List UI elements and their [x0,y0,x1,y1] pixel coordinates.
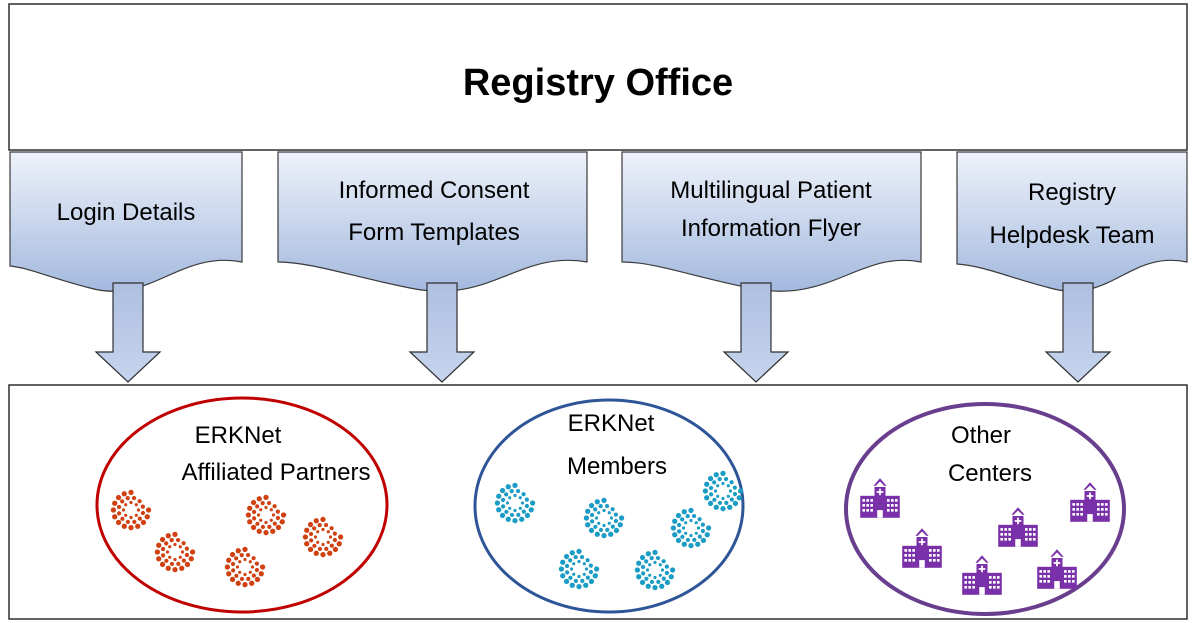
other-centers-label-line-1: Other [951,422,1011,449]
document-label-line-2: Form Templates [348,219,520,246]
document-label-line-1: Registry [1028,179,1116,206]
affiliated-partners-label-line-2: Affiliated Partners [182,459,371,486]
members-label-line-2: Members [567,453,667,480]
affiliated-partners-label-line-1: ERKNet [195,422,282,449]
down-arrow-1 [94,282,162,383]
down-arrow-3 [722,282,790,383]
down-arrow-2 [408,282,476,383]
other-centers-label-line-2: Centers [948,460,1032,487]
document-multilingual-flyer: Multilingual Patient Information Flyer [621,151,922,292]
members-label-line-1: ERKNet [568,410,655,437]
document-label-line-1: Login Details [57,199,196,226]
down-arrow-4 [1044,282,1112,383]
document-login-details: Login Details [9,151,243,292]
document-label-line-2: Helpdesk Team [990,222,1155,249]
document-label-line-1: Multilingual Patient [670,177,872,204]
registry-office-title: Registry Office [463,62,733,104]
registry-office-box [8,3,1188,151]
document-label-line-2: Information Flyer [681,215,861,242]
document-helpdesk-team: Registry Helpdesk Team [956,151,1188,292]
document-label-line-1: Informed Consent [339,177,530,204]
document-informed-consent: Informed Consent Form Templates [277,151,588,292]
